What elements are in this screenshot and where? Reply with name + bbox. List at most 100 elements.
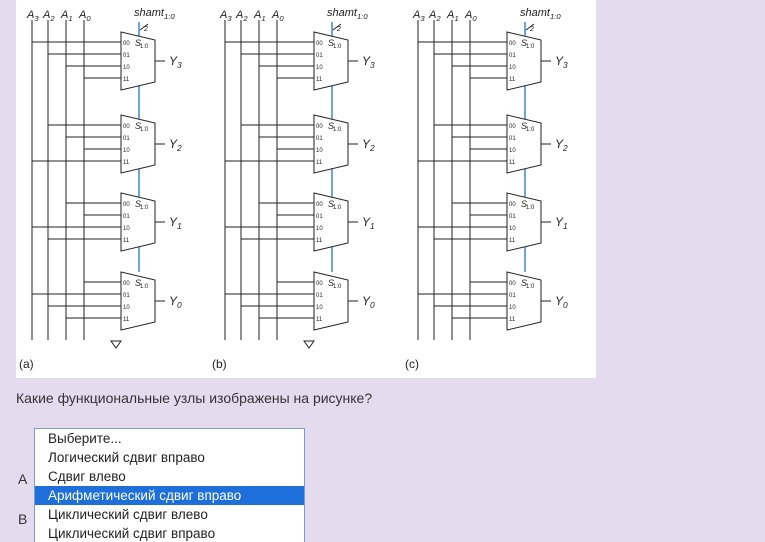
select-label: S bbox=[135, 38, 141, 48]
output-label-y3: Y3 bbox=[555, 54, 568, 70]
mux-input-label: 01 bbox=[123, 214, 130, 220]
mux-input-label: 11 bbox=[123, 160, 130, 166]
input-label-a3: A3 bbox=[26, 9, 39, 23]
mux-input-label: 11 bbox=[123, 77, 130, 83]
select-sub-label: 1:0 bbox=[140, 127, 149, 133]
mux-input-label: 10 bbox=[509, 65, 516, 71]
select-sub-label: 1:0 bbox=[140, 284, 149, 290]
panel-label-1: (b) bbox=[212, 357, 227, 371]
output-label-y3: Y3 bbox=[362, 54, 375, 70]
select-sub-label: 1:0 bbox=[140, 205, 149, 211]
mux-block bbox=[313, 114, 349, 174]
mux-input-label: 01 bbox=[123, 53, 130, 59]
bus-slash bbox=[525, 23, 535, 31]
select-sub-label: 1:0 bbox=[333, 44, 342, 50]
mux-input-label: 11 bbox=[509, 317, 516, 323]
row-label-b: B bbox=[18, 511, 28, 527]
mux-input-label: 01 bbox=[316, 293, 323, 299]
option-shift-left[interactable]: Сдвиг влево bbox=[48, 469, 126, 484]
mux-block bbox=[506, 192, 542, 252]
mux-input-label: 00 bbox=[509, 41, 516, 47]
mux-input-label: 00 bbox=[123, 124, 130, 130]
output-label-y0: Y0 bbox=[169, 294, 182, 310]
mux-input-label: 01 bbox=[123, 293, 130, 299]
shamt-label: shamt1:0 bbox=[520, 7, 561, 21]
mux-input-label: 10 bbox=[123, 148, 130, 154]
input-label-a2: A2 bbox=[235, 9, 248, 23]
output-label-y1: Y1 bbox=[169, 215, 182, 231]
mux-input-label: 00 bbox=[316, 41, 323, 47]
input-label-a1: A1 bbox=[446, 9, 459, 23]
mux-block bbox=[313, 271, 349, 331]
option-rotate-right[interactable]: Циклический сдвиг вправо bbox=[48, 526, 216, 541]
mux-input-label: 10 bbox=[123, 226, 130, 232]
input-label-a0: A0 bbox=[78, 9, 91, 23]
output-label-y0: Y0 bbox=[362, 294, 375, 310]
output-label-y2: Y2 bbox=[362, 137, 375, 153]
input-label-a2: A2 bbox=[428, 9, 441, 23]
select-label: S bbox=[328, 121, 334, 131]
select-label: S bbox=[328, 199, 334, 209]
answer-listbox[interactable]: Выберите... Логический сдвиг вправо Сдви… bbox=[34, 428, 305, 542]
select-label: S bbox=[521, 278, 527, 288]
output-label-y1: Y1 bbox=[362, 215, 375, 231]
mux-input-label: 01 bbox=[509, 214, 516, 220]
mux-input-label: 11 bbox=[316, 317, 323, 323]
mux-block bbox=[120, 114, 156, 174]
bus-width-label: 2 bbox=[336, 26, 341, 33]
mux-input-label: 00 bbox=[123, 202, 130, 208]
panel-label-0: (a) bbox=[19, 357, 34, 371]
panel-label-2: (c) bbox=[405, 357, 419, 371]
mux-input-label: 10 bbox=[316, 65, 323, 71]
mux-input-label: 10 bbox=[316, 305, 323, 311]
mux-input-label: 11 bbox=[509, 238, 516, 244]
input-label-a1: A1 bbox=[60, 9, 73, 23]
select-sub-label: 1:0 bbox=[333, 127, 342, 133]
mux-input-label: 11 bbox=[509, 77, 516, 83]
mux-input-label: 01 bbox=[509, 53, 516, 59]
option-rotate-left[interactable]: Циклический сдвиг влево bbox=[48, 507, 208, 522]
mux-input-label: 00 bbox=[509, 124, 516, 130]
option-placeholder[interactable]: Выберите... bbox=[48, 431, 122, 446]
mux-input-label: 01 bbox=[123, 136, 130, 142]
mux-block bbox=[120, 271, 156, 331]
mux-input-label: 11 bbox=[316, 77, 323, 83]
mux-block bbox=[506, 271, 542, 331]
input-label-a0: A0 bbox=[271, 9, 284, 23]
mux-block bbox=[120, 31, 156, 91]
bus-slash bbox=[332, 23, 342, 31]
option-logical-shift-right[interactable]: Логический сдвиг вправо bbox=[48, 450, 205, 465]
mux-input-label: 10 bbox=[509, 148, 516, 154]
input-label-a3: A3 bbox=[219, 9, 232, 23]
mux-input-label: 01 bbox=[316, 214, 323, 220]
mux-input-label: 11 bbox=[123, 238, 130, 244]
select-sub-label: 1:0 bbox=[333, 205, 342, 211]
mux-input-label: 00 bbox=[316, 281, 323, 287]
mux-input-label: 00 bbox=[316, 202, 323, 208]
mux-input-label: 10 bbox=[123, 305, 130, 311]
option-arithmetic-shift-right[interactable]: Арифметический сдвиг вправо bbox=[35, 486, 304, 505]
ground-icon bbox=[110, 340, 122, 349]
mux-input-label: 10 bbox=[509, 226, 516, 232]
input-label-a0: A0 bbox=[464, 9, 477, 23]
select-sub-label: 1:0 bbox=[526, 284, 535, 290]
output-label-y0: Y0 bbox=[555, 294, 568, 310]
mux-input-label: 10 bbox=[123, 65, 130, 71]
select-label: S bbox=[328, 278, 334, 288]
mux-input-label: 00 bbox=[123, 41, 130, 47]
mux-block bbox=[120, 192, 156, 252]
mux-block bbox=[313, 192, 349, 252]
bus-width-label: 2 bbox=[143, 26, 148, 33]
mux-input-label: 10 bbox=[316, 148, 323, 154]
mux-input-label: 00 bbox=[509, 202, 516, 208]
mux-input-label: 11 bbox=[509, 160, 516, 166]
select-sub-label: 1:0 bbox=[526, 205, 535, 211]
mux-input-label: 00 bbox=[123, 281, 130, 287]
mux-input-label: 00 bbox=[509, 281, 516, 287]
mux-input-label: 11 bbox=[316, 238, 323, 244]
input-label-a3: A3 bbox=[412, 9, 425, 23]
mux-block bbox=[506, 114, 542, 174]
select-label: S bbox=[328, 38, 334, 48]
